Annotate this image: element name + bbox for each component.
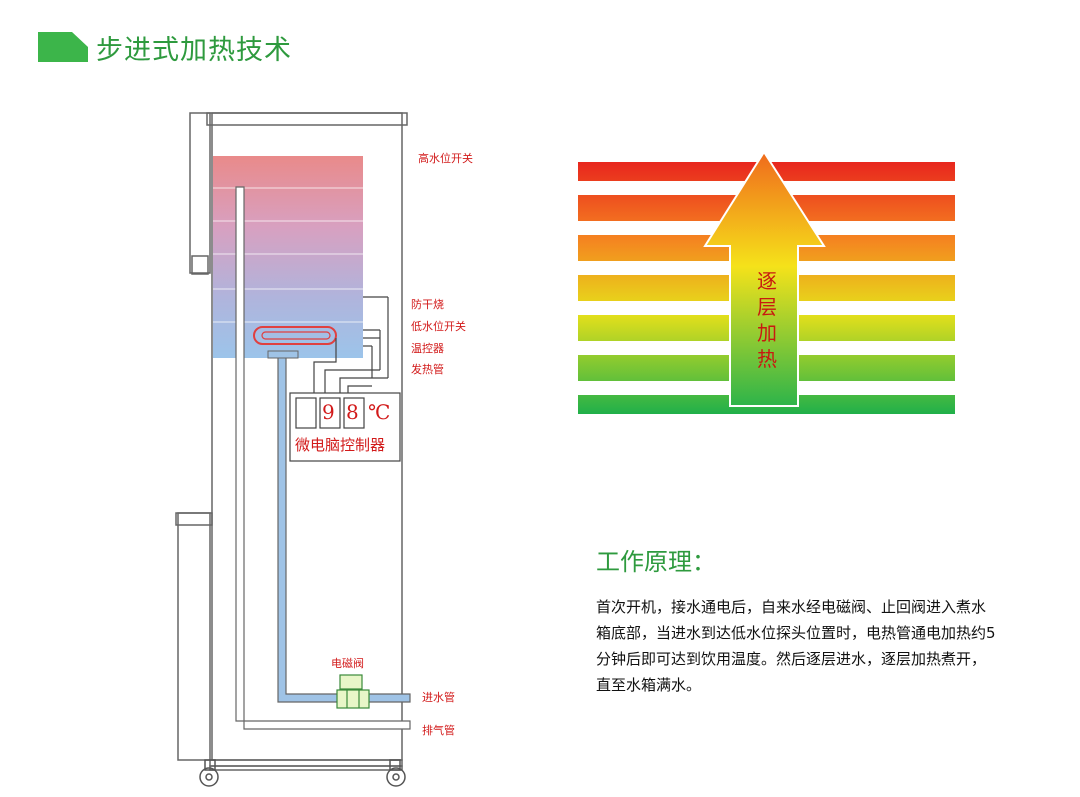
header-tab-icon (38, 32, 88, 62)
controller-box (289, 392, 401, 462)
label-inlet-pipe: 进水管 (422, 691, 455, 704)
label-heating-tube: 发热管 (411, 363, 444, 376)
label-low-water-switch: 低水位开关 (411, 320, 466, 333)
exhaust-pipe (235, 186, 411, 730)
controller-unit: ℃ (368, 400, 391, 424)
label-high-water-switch: 高水位开关 (418, 152, 473, 165)
cabinet-wheels (199, 759, 406, 787)
arrow-label: 逐层加热 (757, 269, 777, 371)
page-title: 步进式加热技术 (96, 35, 292, 66)
cabinet-outline (175, 112, 408, 771)
up-arrow (703, 150, 826, 407)
label-anti-dry: 防干烧 (411, 298, 444, 311)
label-exhaust-pipe: 排气管 (422, 724, 455, 737)
solenoid-valve (336, 674, 370, 709)
label-solenoid-valve: 电磁阀 (331, 657, 364, 670)
label-thermostat: 温控器 (411, 342, 444, 355)
principle-title: 工作原理： (596, 548, 716, 576)
controller-digit-2: 8 (346, 400, 359, 424)
principle-text: 首次开机，接水通电后，自来水经电磁阀、止回阀进入煮水箱底部，当进水到达低水位探头… (596, 598, 996, 694)
controller-digit-1: 9 (322, 400, 335, 424)
heating-element (253, 326, 337, 345)
layered-heating-panel (578, 150, 955, 414)
controller-label: 微电脑控制器 (295, 436, 386, 454)
dispenser-diagram (175, 112, 411, 787)
